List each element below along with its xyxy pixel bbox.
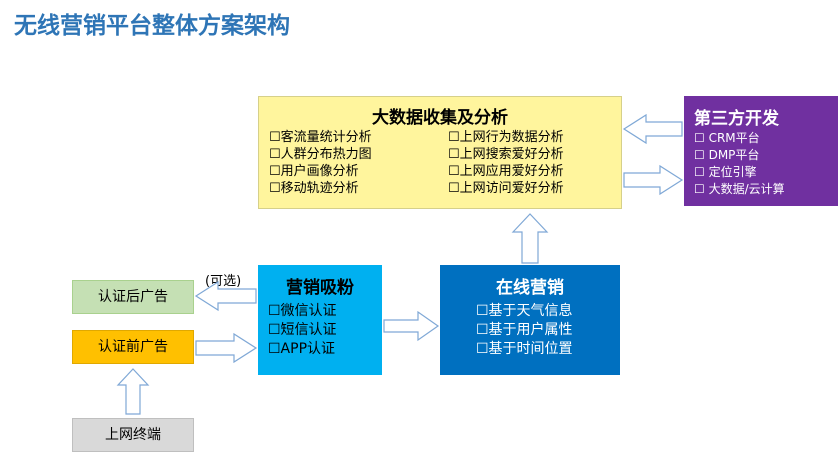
bigdata-item: ☐用户画像分析 xyxy=(269,164,359,179)
online-marketing-box: 在线营销 ☐基于天气信息 ☐基于用户属性 ☐基于时间位置 xyxy=(440,265,620,375)
third-party-box: 第三方开发 ☐ CRM平台 ☐ DMP平台 ☐ 定位引擎 ☐ 大数据/云计算 xyxy=(684,96,838,206)
bigdata-item: ☐上网行为数据分析 xyxy=(448,130,564,145)
marketing-heading: 营销吸粉 xyxy=(286,278,354,298)
marketing-item: ☐APP认证 xyxy=(268,341,336,357)
before-auth-ad-box: 认证前广告 xyxy=(72,330,194,364)
bigdata-item: ☐移动轨迹分析 xyxy=(269,181,359,196)
arrow-left-icon xyxy=(622,113,683,145)
arrow-right-icon xyxy=(623,164,684,196)
online-marketing-item: ☐基于用户属性 xyxy=(476,322,573,338)
marketing-item: ☐短信认证 xyxy=(268,322,337,338)
third-party-item: ☐ 定位引擎 xyxy=(694,165,757,179)
after-auth-ad-box: 认证后广告 xyxy=(72,280,194,314)
online-marketing-item: ☐基于时间位置 xyxy=(476,341,573,357)
bigdata-heading: 大数据收集及分析 xyxy=(372,108,508,128)
terminal-box: 上网终端 xyxy=(72,418,194,452)
arrow-up-icon xyxy=(511,213,549,264)
page-title: 无线营销平台整体方案架构 xyxy=(14,13,290,39)
bigdata-item: ☐人群分布热力图 xyxy=(269,147,372,162)
arrow-right-icon xyxy=(195,332,258,364)
bigdata-item: ☐上网应用爱好分析 xyxy=(448,164,564,179)
bigdata-item: ☐上网搜索爱好分析 xyxy=(448,147,564,162)
third-party-item: ☐ CRM平台 xyxy=(694,131,760,145)
arrow-left-icon xyxy=(194,280,257,312)
third-party-heading: 第三方开发 xyxy=(694,109,779,129)
bigdata-item: ☐上网访问爱好分析 xyxy=(448,181,564,196)
online-marketing-heading: 在线营销 xyxy=(496,278,564,298)
marketing-box: 营销吸粉 ☐微信认证 ☐短信认证 ☐APP认证 xyxy=(258,265,382,375)
marketing-item: ☐微信认证 xyxy=(268,303,337,319)
bigdata-item: ☐客流量统计分析 xyxy=(269,130,372,145)
third-party-item: ☐ DMP平台 xyxy=(694,148,760,162)
bigdata-box: 大数据收集及分析 ☐客流量统计分析 ☐人群分布热力图 ☐用户画像分析 ☐移动轨迹… xyxy=(258,96,622,209)
arrow-right-icon xyxy=(383,310,440,342)
third-party-item: ☐ 大数据/云计算 xyxy=(694,182,785,196)
online-marketing-item: ☐基于天气信息 xyxy=(476,303,573,319)
arrow-up-icon xyxy=(116,368,150,415)
